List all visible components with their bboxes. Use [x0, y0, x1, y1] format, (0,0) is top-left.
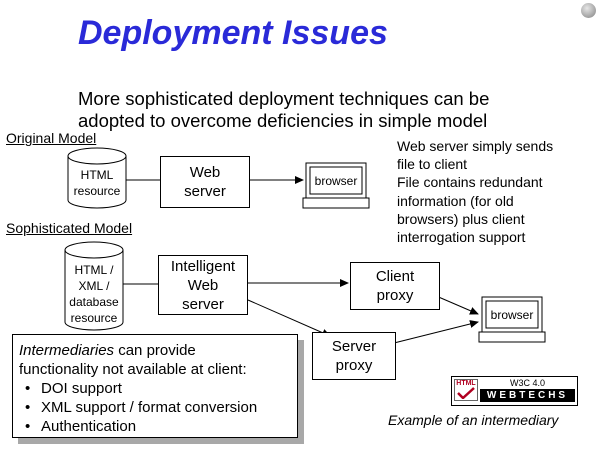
intelligent-web-server-box: Intelligent Web server: [158, 255, 248, 315]
server-label-line: Web: [189, 164, 221, 181]
arrow-server-to-server-proxy: [247, 299, 331, 337]
resource-line: HTML /: [74, 263, 114, 277]
logo-version-text: W3C 4.0: [509, 378, 545, 388]
note-line: interrogation support: [397, 229, 526, 246]
nav-button[interactable]: [581, 3, 596, 18]
server-proxy-box: Server proxy: [312, 332, 396, 380]
callout-list-item: XML support / format conversion: [25, 398, 297, 417]
server-label-line: Web: [187, 276, 219, 294]
callout-list-item: DOI support: [25, 379, 297, 398]
server-label-line: server: [182, 295, 224, 313]
callout-list: DOI support XML support / format convers…: [19, 379, 297, 436]
html-resource-label: HTML resource: [68, 167, 126, 199]
resource-line: XML /: [78, 279, 110, 293]
original-model-label: Original Model: [6, 130, 97, 146]
proxy-label-line: Client: [375, 268, 415, 285]
logo-caption: Example of an intermediary: [388, 412, 559, 428]
note-line: Web server simply sends: [397, 138, 554, 154]
callout-heading-rest: can provide: [114, 342, 196, 359]
resource-line: resource: [73, 184, 121, 198]
client-proxy-box: Client proxy: [350, 262, 440, 310]
note-line: file to client: [397, 156, 468, 173]
logo-bar-text: WEBTECHS: [480, 389, 575, 402]
note: Web server simply sends file to client F…: [397, 137, 553, 246]
browser-label-original: browser: [314, 174, 358, 188]
callout-list-item: Authentication: [25, 417, 297, 436]
web-server-box: Web server: [160, 156, 250, 208]
resource-line: database: [69, 295, 119, 309]
note-line: File contains redundant: [397, 174, 543, 191]
server-label-line: server: [184, 183, 226, 200]
database-cylinder-sophisticated: [64, 241, 124, 331]
proxy-label-line: proxy: [335, 357, 373, 374]
proxy-label-line: proxy: [376, 287, 414, 304]
proxy-label-line: Server: [331, 338, 377, 355]
server-label-line: Intelligent: [170, 257, 236, 275]
arrow-server-proxy-to-browser: [381, 320, 479, 347]
browser-label-sophisticated: browser: [490, 308, 534, 322]
note-line: information (for old: [397, 192, 514, 209]
resource-line: HTML: [80, 168, 114, 182]
callout-heading: Intermediaries: [19, 342, 115, 359]
webtechs-logo[interactable]: HTML W3C 4.0 WEBTECHS: [451, 376, 578, 406]
html-check-icon: HTML: [454, 379, 478, 401]
page-title: Deployment Issues: [78, 14, 388, 52]
subtitle-line-1: More sophisticated deployment techniques…: [78, 88, 490, 109]
database-resource-label: HTML / XML / database resource: [65, 262, 123, 326]
subtitle-line-2: adopted to overcome deficiencies in simp…: [78, 110, 488, 131]
browser-computer-icon-original: [302, 162, 370, 209]
resource-line: resource: [70, 311, 118, 325]
sophisticated-model-label: Sophisticated Model: [6, 220, 133, 236]
logo-check-text: HTML: [456, 380, 476, 387]
intermediaries-callout: Intermediaries can provide functionality…: [12, 334, 298, 438]
subtitle: More sophisticated deployment techniques…: [78, 88, 489, 132]
callout-line-2: functionality not available at client:: [19, 361, 247, 378]
browser-computer-icon-sophisticated: [478, 296, 546, 343]
callout-line-1: Intermediaries can provide: [19, 341, 297, 360]
database-cylinder-original: [67, 147, 127, 209]
note-line: browsers) plus client: [397, 210, 525, 227]
checkmark-icon: [457, 387, 475, 399]
